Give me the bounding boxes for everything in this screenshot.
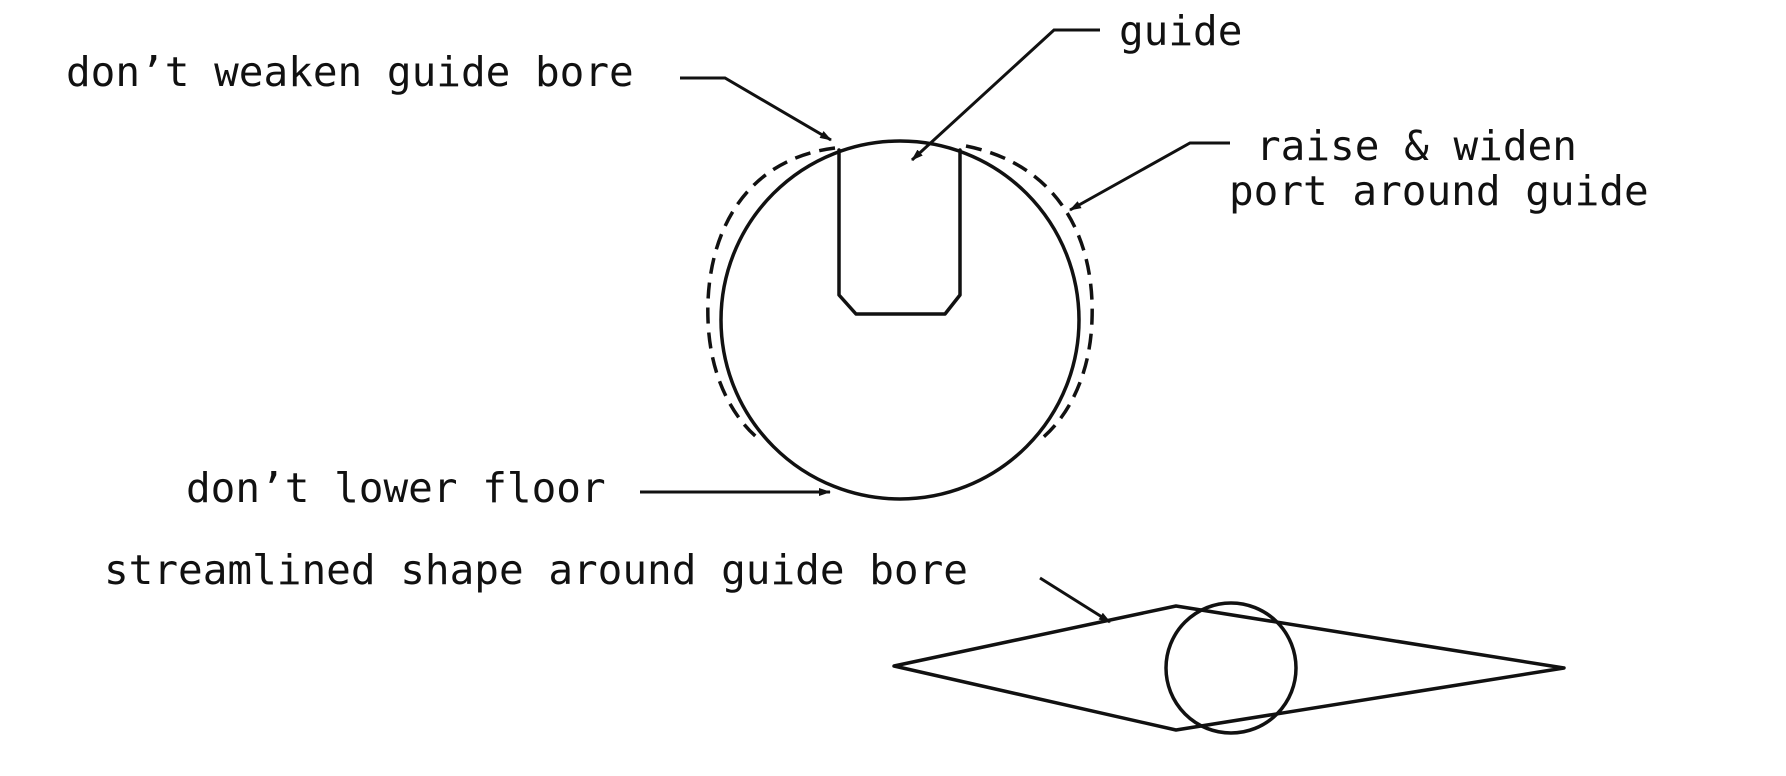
streamlined-shape xyxy=(892,604,1566,732)
guide-leader xyxy=(910,28,1100,162)
enlarged-port-outline-right xyxy=(965,144,1094,442)
dont-lower-label: don’t lower floor xyxy=(186,464,606,512)
guide-label: guide xyxy=(1119,7,1242,55)
enlarged-port-outline xyxy=(706,146,836,442)
dont-weaken-label: don’t weaken guide bore xyxy=(66,48,634,96)
guide-bore-circle xyxy=(1164,601,1298,735)
port-circle xyxy=(719,139,1081,501)
raise-widen-label-line2: port around guide xyxy=(1229,167,1649,215)
valve-guide xyxy=(837,148,962,316)
dont-weaken-leader xyxy=(680,76,832,142)
raise-widen-label-line1: raise & widen xyxy=(1256,122,1577,170)
raise-widen-leader xyxy=(1069,141,1230,212)
streamlined-leader xyxy=(1039,576,1111,624)
streamlined-label: streamlined shape around guide bore xyxy=(104,546,968,594)
